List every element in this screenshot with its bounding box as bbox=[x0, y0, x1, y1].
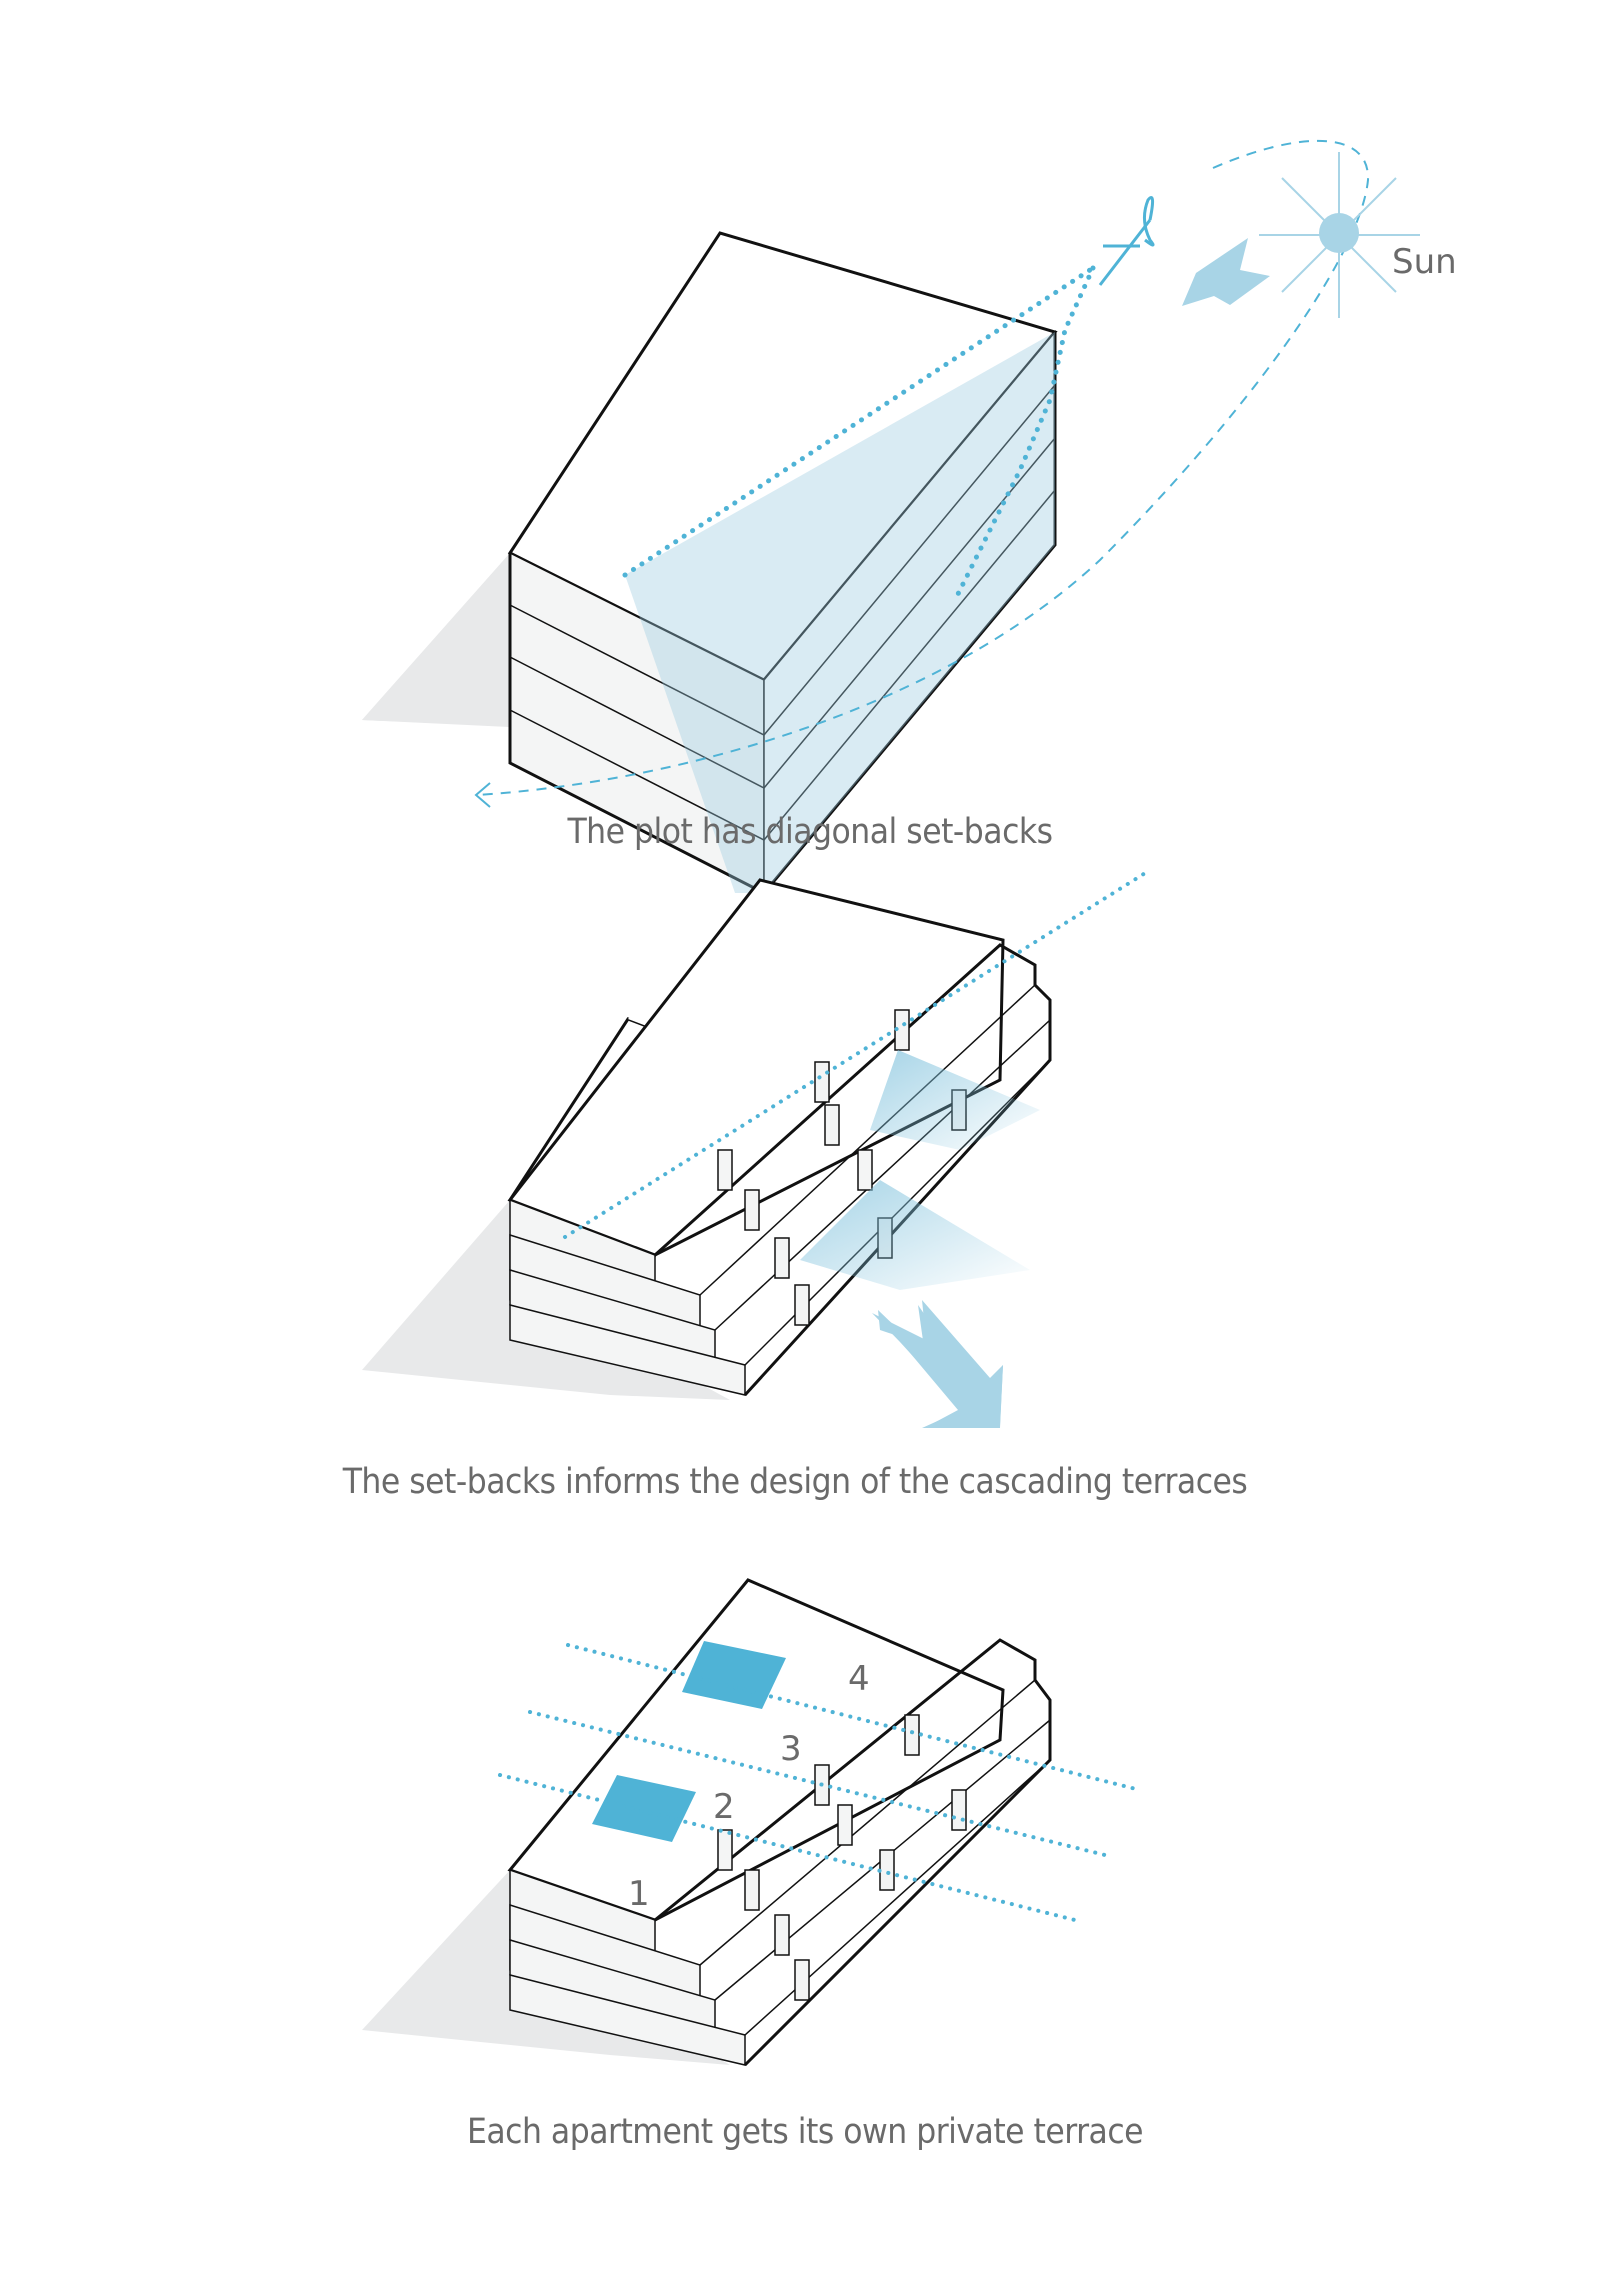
light-fade bbox=[870, 1050, 1040, 1150]
sun-label: Sun bbox=[1392, 242, 1457, 282]
cut-scissors-icon bbox=[1098, 196, 1155, 286]
unit-number-2: 2 bbox=[713, 1787, 735, 1827]
unit-number-1: 1 bbox=[628, 1874, 650, 1914]
terrace-highlight bbox=[592, 1775, 696, 1842]
unit-divider-dotted-line bbox=[566, 1643, 1142, 1792]
diagram-plot-setbacks bbox=[362, 139, 1420, 896]
diagram-private-terraces: 1 2 3 4 bbox=[362, 1578, 1142, 2067]
unit-divider-dotted-line bbox=[498, 1773, 1077, 1922]
terrace-partitions bbox=[717, 1714, 967, 2001]
arrowhead-icon bbox=[474, 782, 491, 808]
caption-private-terraces: Each apartment gets its own private terr… bbox=[466, 2112, 1144, 2152]
light-fade bbox=[800, 1180, 1030, 1290]
sun-icon bbox=[1259, 152, 1420, 318]
terrace-partitions bbox=[717, 1009, 967, 1326]
unit-number-3: 3 bbox=[780, 1729, 802, 1769]
building-shadow-main bbox=[362, 553, 650, 740]
setback-dotted-line bbox=[563, 868, 1152, 1239]
unit-number-4: 4 bbox=[848, 1659, 870, 1699]
sun-path-dashed-arc bbox=[477, 139, 1370, 796]
caption-cascading-terraces: The set-backs informs the design of the … bbox=[342, 1462, 1248, 1502]
setback-dotted-line bbox=[622, 265, 1096, 578]
sun-direction-arrow-icon bbox=[1182, 238, 1270, 306]
terrace-highlight bbox=[682, 1641, 786, 1709]
setback-dotted-line bbox=[952, 265, 1096, 603]
diagram-cascading-terraces bbox=[362, 868, 1152, 1428]
unit-divider-dotted-line bbox=[528, 1710, 1107, 1857]
setback-shade-plane bbox=[625, 332, 1055, 893]
caption-plot-setbacks: The plot has diagonal set-backs bbox=[567, 812, 1053, 852]
